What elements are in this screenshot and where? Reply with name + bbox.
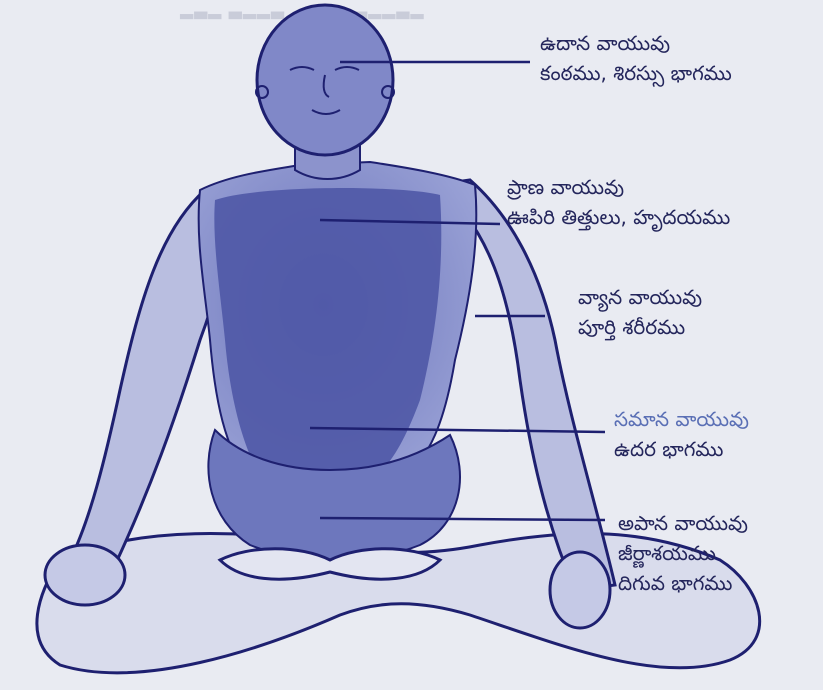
vyana-region: పూర్తి శరీరము	[578, 312, 702, 342]
label-samana: సమాన వాయువు ఉదర భాగము	[614, 404, 749, 464]
udana-name: ఉదాన వాయువు	[540, 28, 732, 58]
label-vyana: వ్యాన వాయువు పూర్తి శరీరము	[578, 282, 702, 342]
vyana-name: వ్యాన వాయువు	[578, 282, 702, 312]
prana-region: ఊపిరి తిత్తులు, హృదయము	[507, 202, 730, 232]
udana-region: కంఠము, శిరస్సు భాగము	[540, 58, 732, 88]
apana-region-line1: జీర్ణాశయము	[618, 538, 748, 568]
label-prana: ప్రాణ వాయువు ఊపిరి తిత్తులు, హృదయము	[507, 172, 730, 232]
left-hand	[45, 545, 125, 605]
right-hand	[550, 552, 610, 628]
apana-region-line2: దిగువ భాగము	[618, 568, 748, 598]
prana-name: ప్రాణ వాయువు	[507, 172, 730, 202]
samana-region: ఉదర భాగము	[614, 434, 749, 464]
label-apana: అపాన వాయువు జీర్ణాశయము దిగువ భాగము	[618, 508, 748, 598]
apana-name: అపాన వాయువు	[618, 508, 748, 538]
label-udana: ఉదాన వాయువు కంఠము, శిరస్సు భాగము	[540, 28, 732, 88]
samana-name: సమాన వాయువు	[614, 404, 749, 434]
